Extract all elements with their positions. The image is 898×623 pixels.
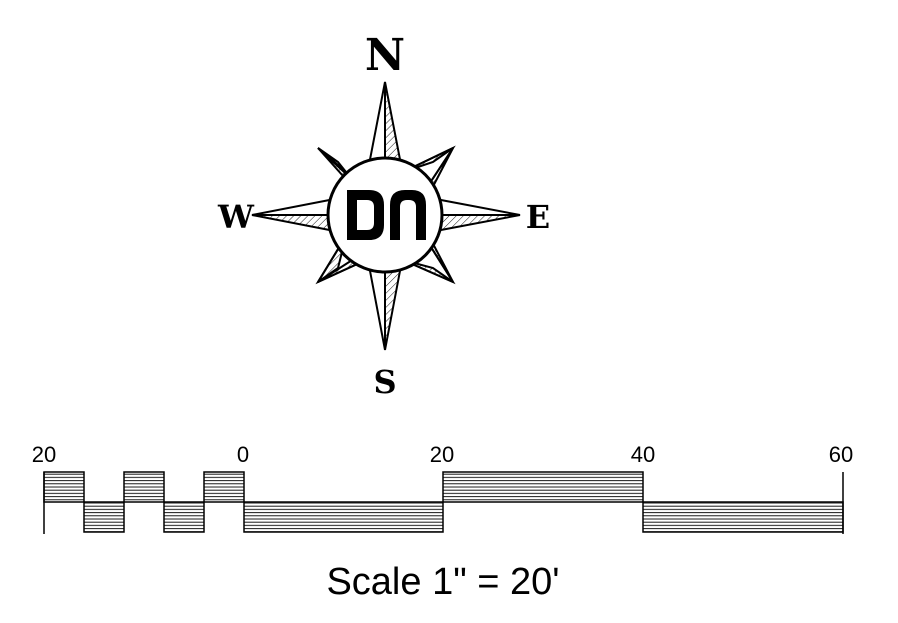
scale-segment — [123, 471, 165, 503]
scale-segment — [83, 501, 125, 533]
scale-tick-label: 20 — [430, 442, 454, 467]
compass-rose: DA N S E W — [217, 30, 550, 401]
scale-segment — [43, 471, 85, 503]
scale-tick-label: 0 — [237, 442, 249, 467]
scale-tick-labels: 20 0 20 40 60 — [32, 442, 853, 467]
scale-segment — [203, 471, 245, 503]
scale-segment — [243, 501, 444, 533]
scale-tick-label: 20 — [32, 442, 56, 467]
scale-segment — [642, 501, 844, 533]
compass-main-points — [251, 81, 521, 351]
south-label: S — [373, 363, 396, 401]
north-label: N — [365, 30, 405, 81]
east-label: E — [526, 198, 550, 236]
west-label: W — [217, 198, 255, 236]
scale-segment — [163, 501, 205, 533]
scale-tick-label: 40 — [631, 442, 655, 467]
logo-monogram: DA — [347, 190, 426, 240]
scale-tick-label: 60 — [829, 442, 853, 467]
scale-bar — [43, 471, 844, 534]
scale-caption: Scale 1" = 20' — [326, 561, 559, 603]
compass-center-circle — [326, 156, 444, 274]
scale-segment — [442, 471, 644, 503]
